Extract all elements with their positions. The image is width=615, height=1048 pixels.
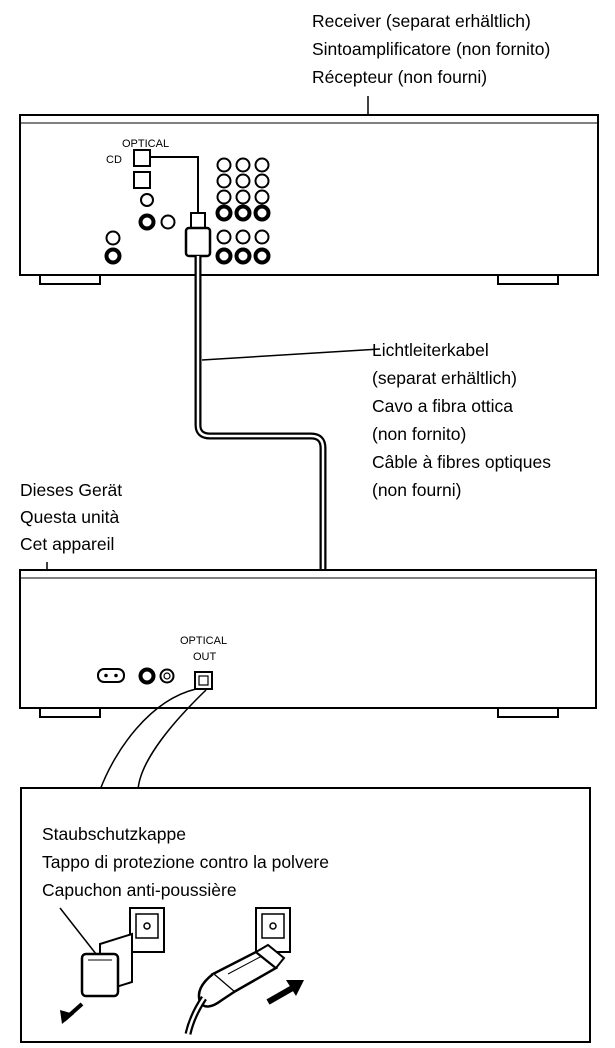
receiver-jack	[254, 189, 270, 205]
unit-jack-inner	[163, 672, 171, 680]
receiver-label-de: Receiver (separat erhältlich)	[312, 11, 531, 31]
receiver-device: OPTICAL CD	[19, 114, 599, 285]
receiver-foot-right	[497, 274, 559, 285]
removal-arrow-head	[60, 1010, 74, 1024]
unit-label-fr: Cet appareil	[20, 534, 114, 554]
cable-plug-tip-top	[190, 212, 206, 230]
unit-jack	[138, 667, 156, 685]
receiver-jack	[253, 204, 271, 222]
cap-label-fr: Capuchon anti-poussière	[42, 880, 237, 900]
unit-foot-right	[497, 707, 559, 718]
unit-body	[19, 569, 597, 709]
port-socket-right-hole	[269, 922, 277, 930]
receiver-jack	[215, 204, 233, 222]
unit-ac-pin	[114, 673, 118, 678]
receiver-jack	[234, 247, 252, 265]
dust-cap	[80, 952, 120, 998]
cable-label-it: Cavo a fibra ottica	[372, 396, 513, 416]
receiver-jack	[138, 213, 156, 231]
cable-label-fr: Câble à fibres optiques	[372, 452, 551, 472]
port-socket-left-hole	[143, 922, 151, 930]
cap-removal-illustration	[60, 907, 165, 1024]
cable-label-de-note: (separat erhältlich)	[372, 368, 517, 388]
receiver-jack	[216, 157, 232, 173]
receiver-label: Receiver (separat erhältlich) Sintoampli…	[312, 11, 550, 87]
receiver-jack	[234, 204, 252, 222]
cable-inner	[196, 256, 325, 612]
receiver-label-fr: Récepteur (non fourni)	[312, 67, 487, 87]
receiver-jack	[254, 173, 270, 189]
receiver-jack	[160, 214, 176, 230]
receiver-jack	[216, 229, 232, 245]
unit-label-de: Dieses Gerät	[20, 480, 122, 500]
receiver-jack	[216, 173, 232, 189]
receiver-jack	[235, 229, 251, 245]
receiver-optical-label: OPTICAL	[122, 138, 169, 150]
port-socket-right-inner	[261, 913, 285, 939]
cable-label-de: Lichtleiterkabel	[372, 340, 489, 360]
cable-label-it-note: (non fornito)	[372, 424, 466, 444]
insertion-arrow-head	[286, 980, 304, 996]
receiver-jack	[235, 157, 251, 173]
cap-label-de: Staubschutzkappe	[42, 824, 186, 844]
receiver-jack	[253, 247, 271, 265]
cable-outer	[194, 256, 327, 612]
receiver-jack	[235, 189, 251, 205]
plug-tip	[254, 943, 286, 970]
unit-jack	[159, 668, 175, 684]
unit-optical-out-port-inner	[198, 675, 209, 686]
unit-label-it: Questa unità	[20, 507, 119, 527]
receiver-cd-label: CD	[106, 154, 122, 166]
cable-plug-top	[184, 226, 212, 258]
dust-cap-inset: Staubschutzkappe Tappo di protezione con…	[20, 787, 591, 1043]
unit-label: Dieses Gerät Questa unità Cet appareil	[20, 480, 122, 554]
receiver-jack	[235, 173, 251, 189]
receiver-jack	[254, 157, 270, 173]
plug-insertion-illustration	[184, 907, 304, 1035]
cable-link-to-port	[150, 156, 199, 215]
unit-foot-left	[39, 707, 101, 718]
receiver-jack	[215, 247, 233, 265]
receiver-jack-grid	[215, 157, 271, 265]
cable-label-fr-note: (non fourni)	[372, 480, 462, 500]
receiver-jack	[216, 189, 232, 205]
receiver-label-it: Sintoamplificatore (non fornito)	[312, 39, 550, 59]
receiver-jack	[140, 193, 154, 207]
cable-leader-line	[201, 348, 381, 361]
receiver-foot-left	[39, 274, 101, 285]
insertion-arrow-shaft	[266, 983, 298, 1005]
callout-line-right	[137, 689, 207, 791]
receiver-jack	[104, 247, 122, 265]
receiver-jack	[254, 229, 270, 245]
cap-label-it: Tappo di protezione contro la polvere	[42, 852, 329, 872]
receiver-jack	[105, 230, 121, 246]
inset-frame	[20, 787, 591, 1043]
this-unit-device: OPTICAL OUT	[19, 569, 597, 718]
receiver-optical-port-cd	[133, 149, 151, 167]
callout-line-left	[99, 688, 197, 791]
unit-ac-pin	[104, 673, 108, 678]
receiver-optical-port-2	[133, 171, 151, 189]
port-socket-left-inner	[135, 913, 159, 939]
unit-optical-out-label-line2: OUT	[193, 651, 217, 663]
plug-cable-inner	[186, 997, 206, 1035]
cable-label: Lichtleiterkabel (separat erhältlich) Ca…	[372, 340, 551, 500]
unit-ac-inlet	[97, 668, 125, 683]
unit-optical-out-label-line1: OPTICAL	[180, 635, 227, 647]
plug-body-detail	[227, 955, 263, 975]
